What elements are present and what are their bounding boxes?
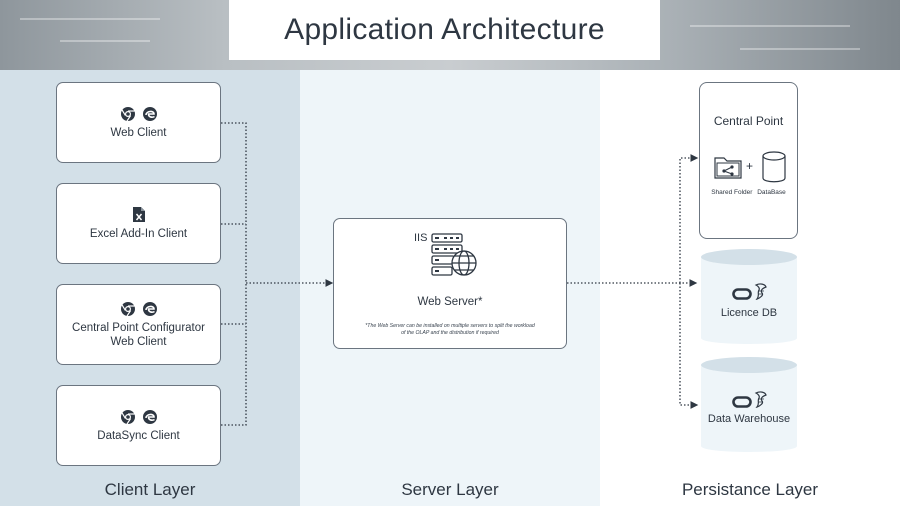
central-point-sublabels: Shared Folder DataBase: [700, 189, 797, 196]
configurator-client-label: Central Point Configurator Web Client: [72, 321, 205, 349]
oracle-icon: [732, 396, 752, 408]
web-server-card: IIS Web Server* *The Web Server can be i…: [333, 218, 567, 349]
shared-folder-label: Shared Folder: [711, 189, 753, 196]
sql-server-icon: [754, 391, 767, 408]
web-server-footnote: *The Web Server can be installed on mult…: [342, 323, 558, 337]
footnote-line1: *The Web Server can be installed on mult…: [365, 323, 535, 329]
licence-db-cylinder: Licence DB: [701, 249, 797, 346]
excel-addin-client-label: Excel Add-In Client: [89, 227, 188, 240]
web-server-label: Web Server*: [417, 296, 483, 308]
data-warehouse-label: Data Warehouse: [707, 413, 791, 425]
central-point-card: Central Point + Shared Folder DataBase: [699, 82, 798, 239]
edge-icon: [142, 409, 157, 424]
page-title: Application Architecture: [284, 13, 605, 46]
title-banner: Application Architecture: [229, 0, 660, 60]
configurator-client-card: Central Point Configurator Web Client: [56, 284, 221, 365]
client-layer-label: Client Layer: [104, 480, 196, 499]
configurator-client-label-line2: Web Client: [110, 335, 167, 348]
shared-folder-icon: [714, 157, 742, 179]
data-warehouse-cylinder: Data Warehouse: [701, 357, 797, 454]
oracle-icon: [732, 288, 752, 300]
chrome-icon: [120, 106, 135, 121]
licence-db-label: Licence DB: [720, 307, 778, 319]
edge-icon: [142, 301, 157, 316]
database-icon: [762, 151, 786, 183]
web-client-card: Web Client: [56, 82, 221, 163]
edge-icon: [142, 106, 157, 121]
central-point-title: Central Point: [713, 114, 784, 128]
footnote-line2: of the OLAP and the distribution if requ…: [401, 330, 499, 336]
datasync-client-card: DataSync Client: [56, 385, 221, 466]
server-layer-label: Server Layer: [401, 480, 499, 499]
configurator-client-label-line1: Central Point Configurator: [72, 321, 205, 334]
database-label: DataBase: [757, 189, 786, 196]
server-globe-icon: [431, 233, 477, 276]
iis-label: IIS: [414, 232, 428, 244]
excel-addin-client-card: Excel Add-In Client: [56, 183, 221, 264]
web-client-label: Web Client: [110, 126, 167, 139]
chrome-icon: [120, 409, 135, 424]
chrome-icon: [120, 301, 135, 316]
plus-sign: +: [746, 159, 754, 173]
persistence-layer-label: Persistance Layer: [681, 480, 819, 499]
sql-server-icon: [754, 283, 767, 300]
excel-icon: [132, 207, 145, 222]
datasync-client-label: DataSync Client: [97, 429, 180, 442]
